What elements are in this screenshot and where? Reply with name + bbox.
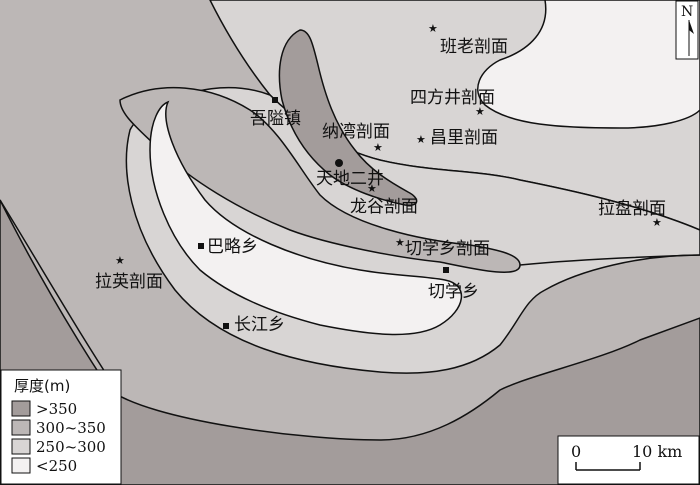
label-qiexuepm: 切学乡剖面 [405, 239, 490, 259]
zone-lt250-band [149, 100, 463, 336]
lapan-star: ★ [652, 216, 662, 229]
label-changli: 昌里剖面 [430, 128, 498, 148]
section-markers: ★ ★ ★ ★ ★ ★ ★ ★ [115, 22, 662, 267]
label-qiexue: 切学乡 [428, 282, 479, 302]
label-wulongzhen: 吾隘镇 [250, 109, 301, 129]
scale-end: 10 km [632, 442, 682, 461]
label-sifangjing: 四方井剖面 [410, 88, 495, 108]
changli-star: ★ [416, 133, 426, 146]
legend-swatch [11, 438, 31, 455]
legend-label: 250~300 [36, 438, 106, 456]
town-markers [198, 97, 449, 329]
contour-line-right [519, 254, 700, 266]
banlao-star: ★ [428, 22, 438, 35]
scale-start: 0 [571, 442, 581, 461]
label-lapan: 拉盘剖面 [598, 199, 666, 219]
legend-swatch [11, 419, 31, 436]
scale-bar: 0 10 km [557, 435, 700, 485]
label-changjiang: 长江乡 [234, 315, 285, 335]
label-bailue: 巴略乡 [207, 237, 258, 257]
zone-lt250-top [477, 0, 700, 129]
qiexuepm-star: ★ [395, 236, 405, 249]
changjiang-square [223, 323, 229, 329]
zone-gt350-core [278, 29, 418, 207]
legend-label: 300~350 [36, 419, 106, 437]
label-nawan: 纳湾剖面 [322, 122, 390, 142]
longgu-star: ★ [367, 182, 377, 195]
label-longgu: 龙谷剖面 [350, 197, 418, 217]
zone-gt350-outer [0, 199, 700, 485]
legend-label: <250 [36, 457, 77, 475]
north-arrow: N [675, 0, 699, 60]
nawan-star: ★ [373, 141, 383, 154]
label-laying: 拉英剖面 [95, 272, 163, 292]
legend-swatch [11, 400, 31, 417]
qiexue-square [443, 267, 449, 273]
zone-300-350-lobe [119, 86, 521, 273]
legend-title: 厚度(m) [14, 377, 70, 395]
laying-star: ★ [115, 254, 125, 267]
north-label: N [681, 4, 693, 20]
legend-label: >350 [36, 400, 77, 418]
label-banlao: 班老剖面 [440, 37, 508, 57]
bailue-square [198, 243, 204, 249]
wulongzhen-square [272, 97, 278, 103]
sifangjing-star: ★ [475, 105, 485, 118]
label-tiandi: 天地二井 [316, 169, 384, 189]
legend-swatch [11, 457, 31, 474]
tiandi-well-dot [335, 159, 343, 167]
